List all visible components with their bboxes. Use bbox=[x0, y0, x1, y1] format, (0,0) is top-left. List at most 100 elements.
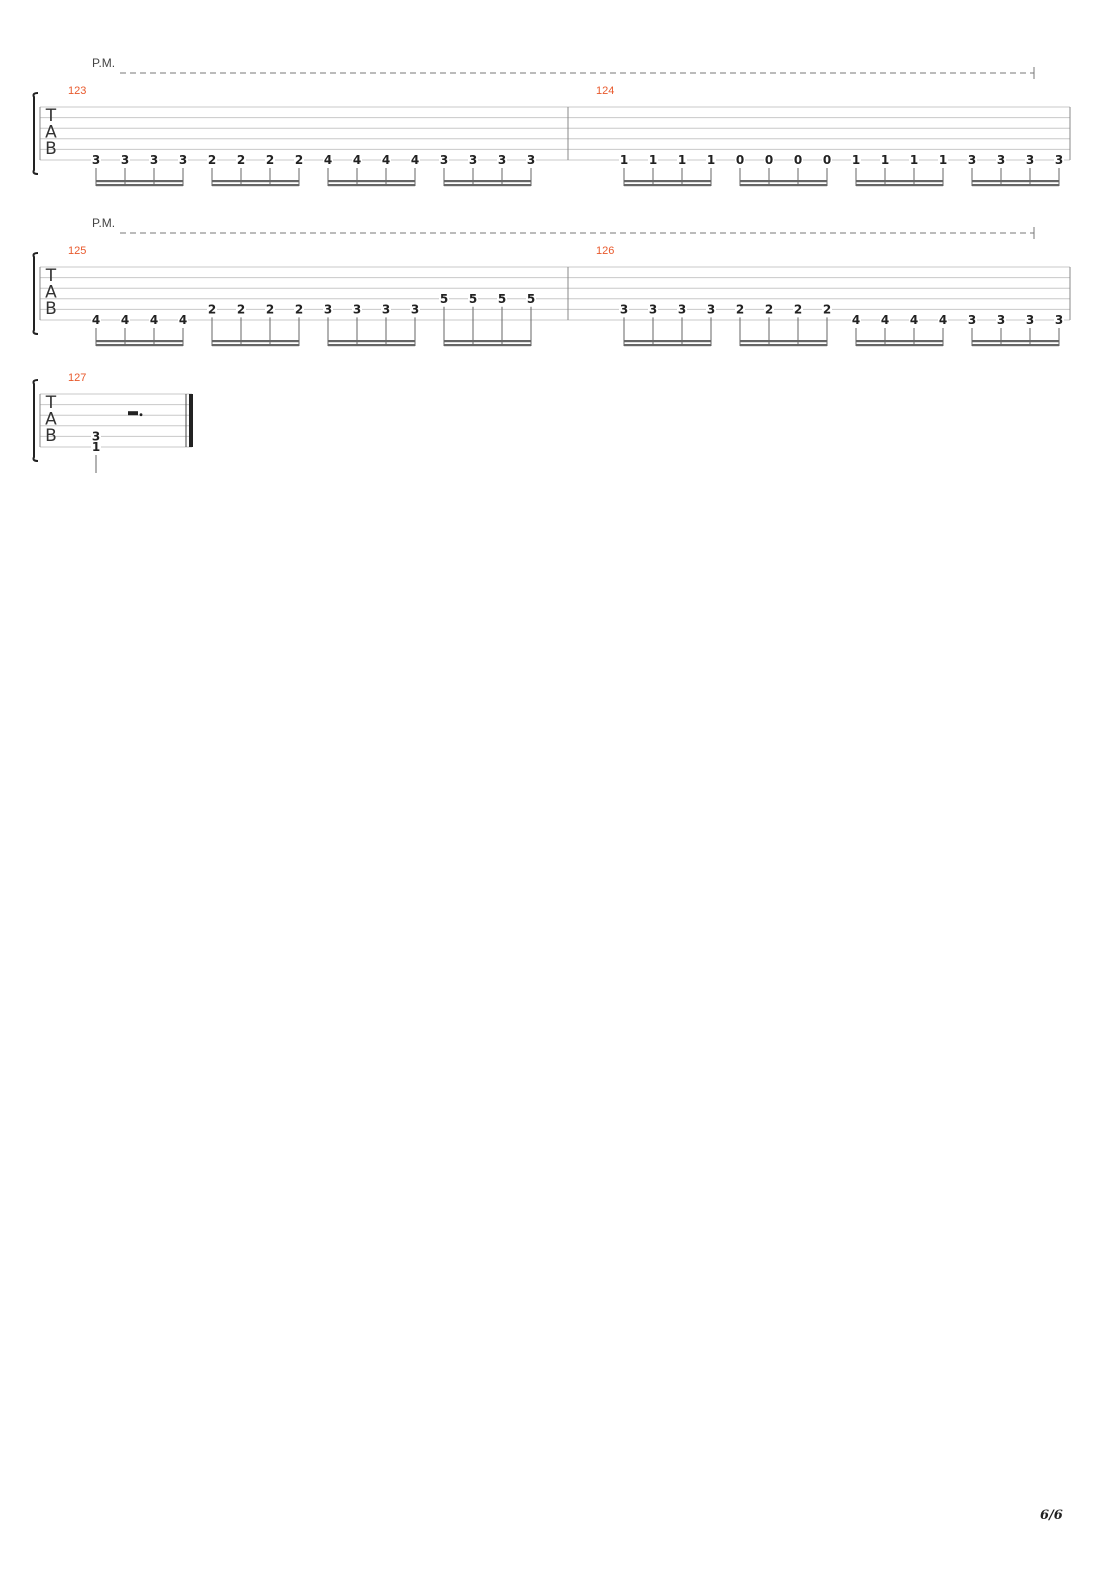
fret-number: 0 bbox=[794, 153, 802, 167]
fret-backdrop bbox=[91, 154, 101, 165]
fret-backdrop bbox=[706, 303, 716, 315]
fret-number: 3 bbox=[179, 153, 187, 167]
fret-backdrop bbox=[120, 314, 130, 325]
beam bbox=[972, 184, 1059, 187]
fret-backdrop bbox=[381, 303, 391, 315]
beam bbox=[96, 344, 183, 347]
system-bracket bbox=[32, 92, 39, 175]
fret-backdrop bbox=[764, 154, 774, 165]
measure-number: 123 bbox=[68, 85, 86, 97]
fret-number: 5 bbox=[527, 292, 535, 306]
fret-backdrop bbox=[178, 314, 188, 325]
fret-backdrop bbox=[352, 303, 362, 315]
fret-number: 4 bbox=[179, 313, 187, 327]
fret-number: 1 bbox=[678, 153, 686, 167]
tab-clef-letter: A bbox=[45, 283, 57, 303]
measure-number: 127 bbox=[68, 372, 86, 384]
fret-backdrop bbox=[526, 292, 536, 304]
fret-number: 3 bbox=[968, 313, 976, 327]
fret-number: 3 bbox=[1055, 153, 1063, 167]
beam bbox=[328, 340, 415, 343]
fret-number: 3 bbox=[678, 302, 686, 316]
beam bbox=[972, 180, 1059, 183]
fret-number: 4 bbox=[852, 313, 860, 327]
fret-number: 4 bbox=[910, 313, 918, 327]
fret-number: 4 bbox=[92, 313, 100, 327]
fret-backdrop bbox=[706, 154, 716, 165]
fret-number: 1 bbox=[910, 153, 918, 167]
fret-number: 5 bbox=[440, 292, 448, 306]
fret-backdrop bbox=[381, 154, 391, 165]
fret-number: 3 bbox=[353, 302, 361, 316]
fret-number: 3 bbox=[92, 153, 100, 167]
fret-number: 3 bbox=[707, 302, 715, 316]
fret-backdrop bbox=[294, 303, 304, 315]
fret-number: 1 bbox=[649, 153, 657, 167]
fret-number: 2 bbox=[295, 153, 303, 167]
fret-number: 3 bbox=[324, 302, 332, 316]
beam bbox=[856, 344, 943, 347]
beam bbox=[740, 180, 827, 183]
fret-number: 3 bbox=[411, 302, 419, 316]
fret-number: 2 bbox=[266, 302, 274, 316]
beam bbox=[212, 180, 299, 183]
fret-number: 5 bbox=[498, 292, 506, 306]
fret-number: 2 bbox=[208, 302, 216, 316]
fret-backdrop bbox=[497, 292, 507, 304]
fret-backdrop bbox=[439, 154, 449, 165]
fret-backdrop bbox=[967, 154, 977, 165]
fret-backdrop bbox=[526, 154, 536, 165]
beam bbox=[444, 184, 531, 187]
fret-number: 5 bbox=[469, 292, 477, 306]
fret-backdrop bbox=[677, 154, 687, 165]
measure-number: 126 bbox=[596, 245, 614, 257]
fret-number: 3 bbox=[121, 153, 129, 167]
beam bbox=[96, 180, 183, 183]
tab-clef-letter: B bbox=[45, 139, 57, 159]
fret-number: 1 bbox=[92, 440, 100, 454]
fret-backdrop bbox=[851, 154, 861, 165]
beam bbox=[624, 340, 711, 343]
palm-mute-label: P.M. bbox=[92, 216, 115, 230]
fret-backdrop bbox=[294, 154, 304, 165]
fret-number: 3 bbox=[527, 153, 535, 167]
measure-number: 125 bbox=[68, 245, 86, 257]
fret-number: 4 bbox=[150, 313, 158, 327]
fret-backdrop bbox=[120, 154, 130, 165]
beam bbox=[740, 184, 827, 187]
beam bbox=[856, 184, 943, 187]
fret-number: 3 bbox=[92, 429, 100, 443]
fret-backdrop bbox=[149, 314, 159, 325]
beam bbox=[740, 340, 827, 343]
fret-number: 3 bbox=[440, 153, 448, 167]
fret-number: 2 bbox=[295, 302, 303, 316]
fret-backdrop bbox=[410, 154, 420, 165]
fret-backdrop bbox=[938, 314, 948, 325]
beam bbox=[212, 340, 299, 343]
beam bbox=[972, 340, 1059, 343]
beam bbox=[328, 180, 415, 183]
beam bbox=[972, 344, 1059, 347]
system-bracket bbox=[32, 379, 39, 462]
fret-backdrop bbox=[323, 303, 333, 315]
fret-number: 3 bbox=[498, 153, 506, 167]
fret-backdrop bbox=[793, 303, 803, 315]
fret-number: 2 bbox=[736, 302, 744, 316]
fret-number: 3 bbox=[1026, 153, 1034, 167]
beam bbox=[96, 340, 183, 343]
tab-clef-letter: T bbox=[45, 393, 57, 413]
beam bbox=[856, 180, 943, 183]
fret-number: 1 bbox=[707, 153, 715, 167]
tab-clef-letter: A bbox=[45, 410, 57, 430]
fret-number: 3 bbox=[1026, 313, 1034, 327]
fret-number: 3 bbox=[649, 302, 657, 316]
fret-number: 4 bbox=[382, 153, 390, 167]
beam bbox=[624, 180, 711, 183]
fret-backdrop bbox=[996, 154, 1006, 165]
palm-mute-label: P.M. bbox=[92, 56, 115, 70]
fret-backdrop bbox=[91, 314, 101, 325]
beam bbox=[212, 184, 299, 187]
fret-backdrop bbox=[619, 303, 629, 315]
fret-backdrop bbox=[735, 154, 745, 165]
